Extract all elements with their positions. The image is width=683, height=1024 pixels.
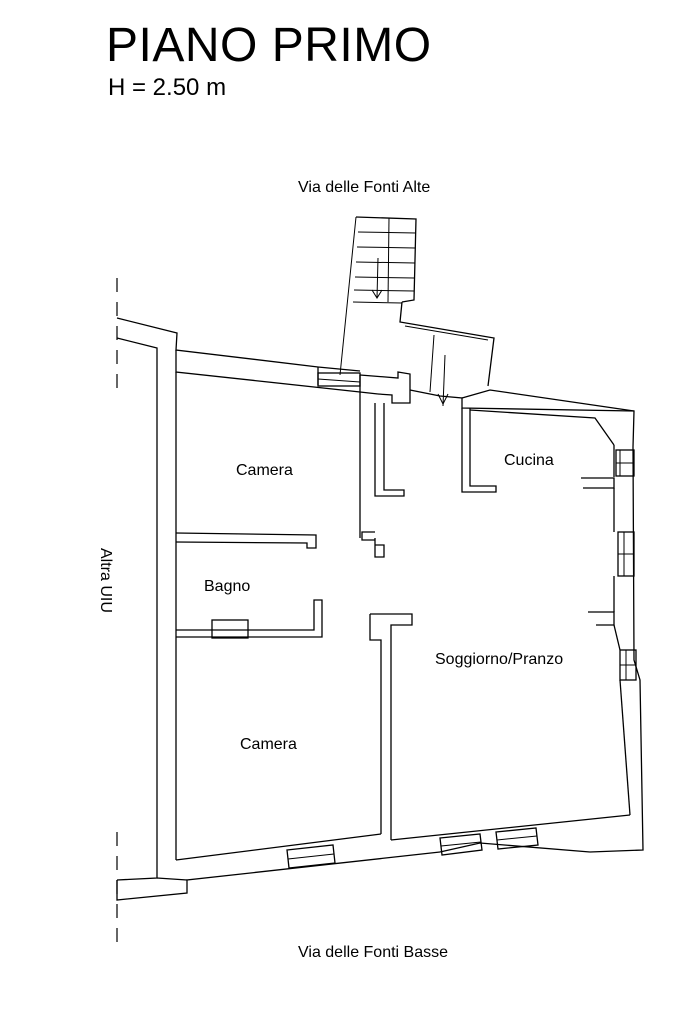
- window-bottom-left: [286, 844, 336, 869]
- room-label-camera-bottom: Camera: [240, 736, 297, 753]
- interior-walls: [175, 372, 631, 861]
- street-label-top: Via delle Fonti Alte: [298, 179, 430, 196]
- side-label-other-unit: Altra UIU: [97, 548, 114, 613]
- room-label-soggiorno-pranzo: Soggiorno/Pranzo: [435, 651, 563, 668]
- ceiling-height-note: H = 2.50 m: [108, 74, 227, 101]
- room-label-cucina: Cucina: [504, 452, 554, 469]
- window-bottom-right: [495, 827, 539, 850]
- window-bottom-middle: [439, 833, 483, 856]
- window-kitchen-right: [615, 449, 635, 477]
- plan-title: PIANO PRIMO: [106, 19, 432, 72]
- outer-walls: [116, 317, 644, 901]
- room-label-camera-top: Camera: [236, 462, 293, 479]
- window-right-middle: [617, 531, 635, 577]
- staircase: [339, 216, 495, 407]
- window-right-lower: [619, 649, 637, 681]
- street-label-bottom: Via delle Fonti Basse: [298, 944, 448, 961]
- room-label-bagno: Bagno: [204, 578, 250, 595]
